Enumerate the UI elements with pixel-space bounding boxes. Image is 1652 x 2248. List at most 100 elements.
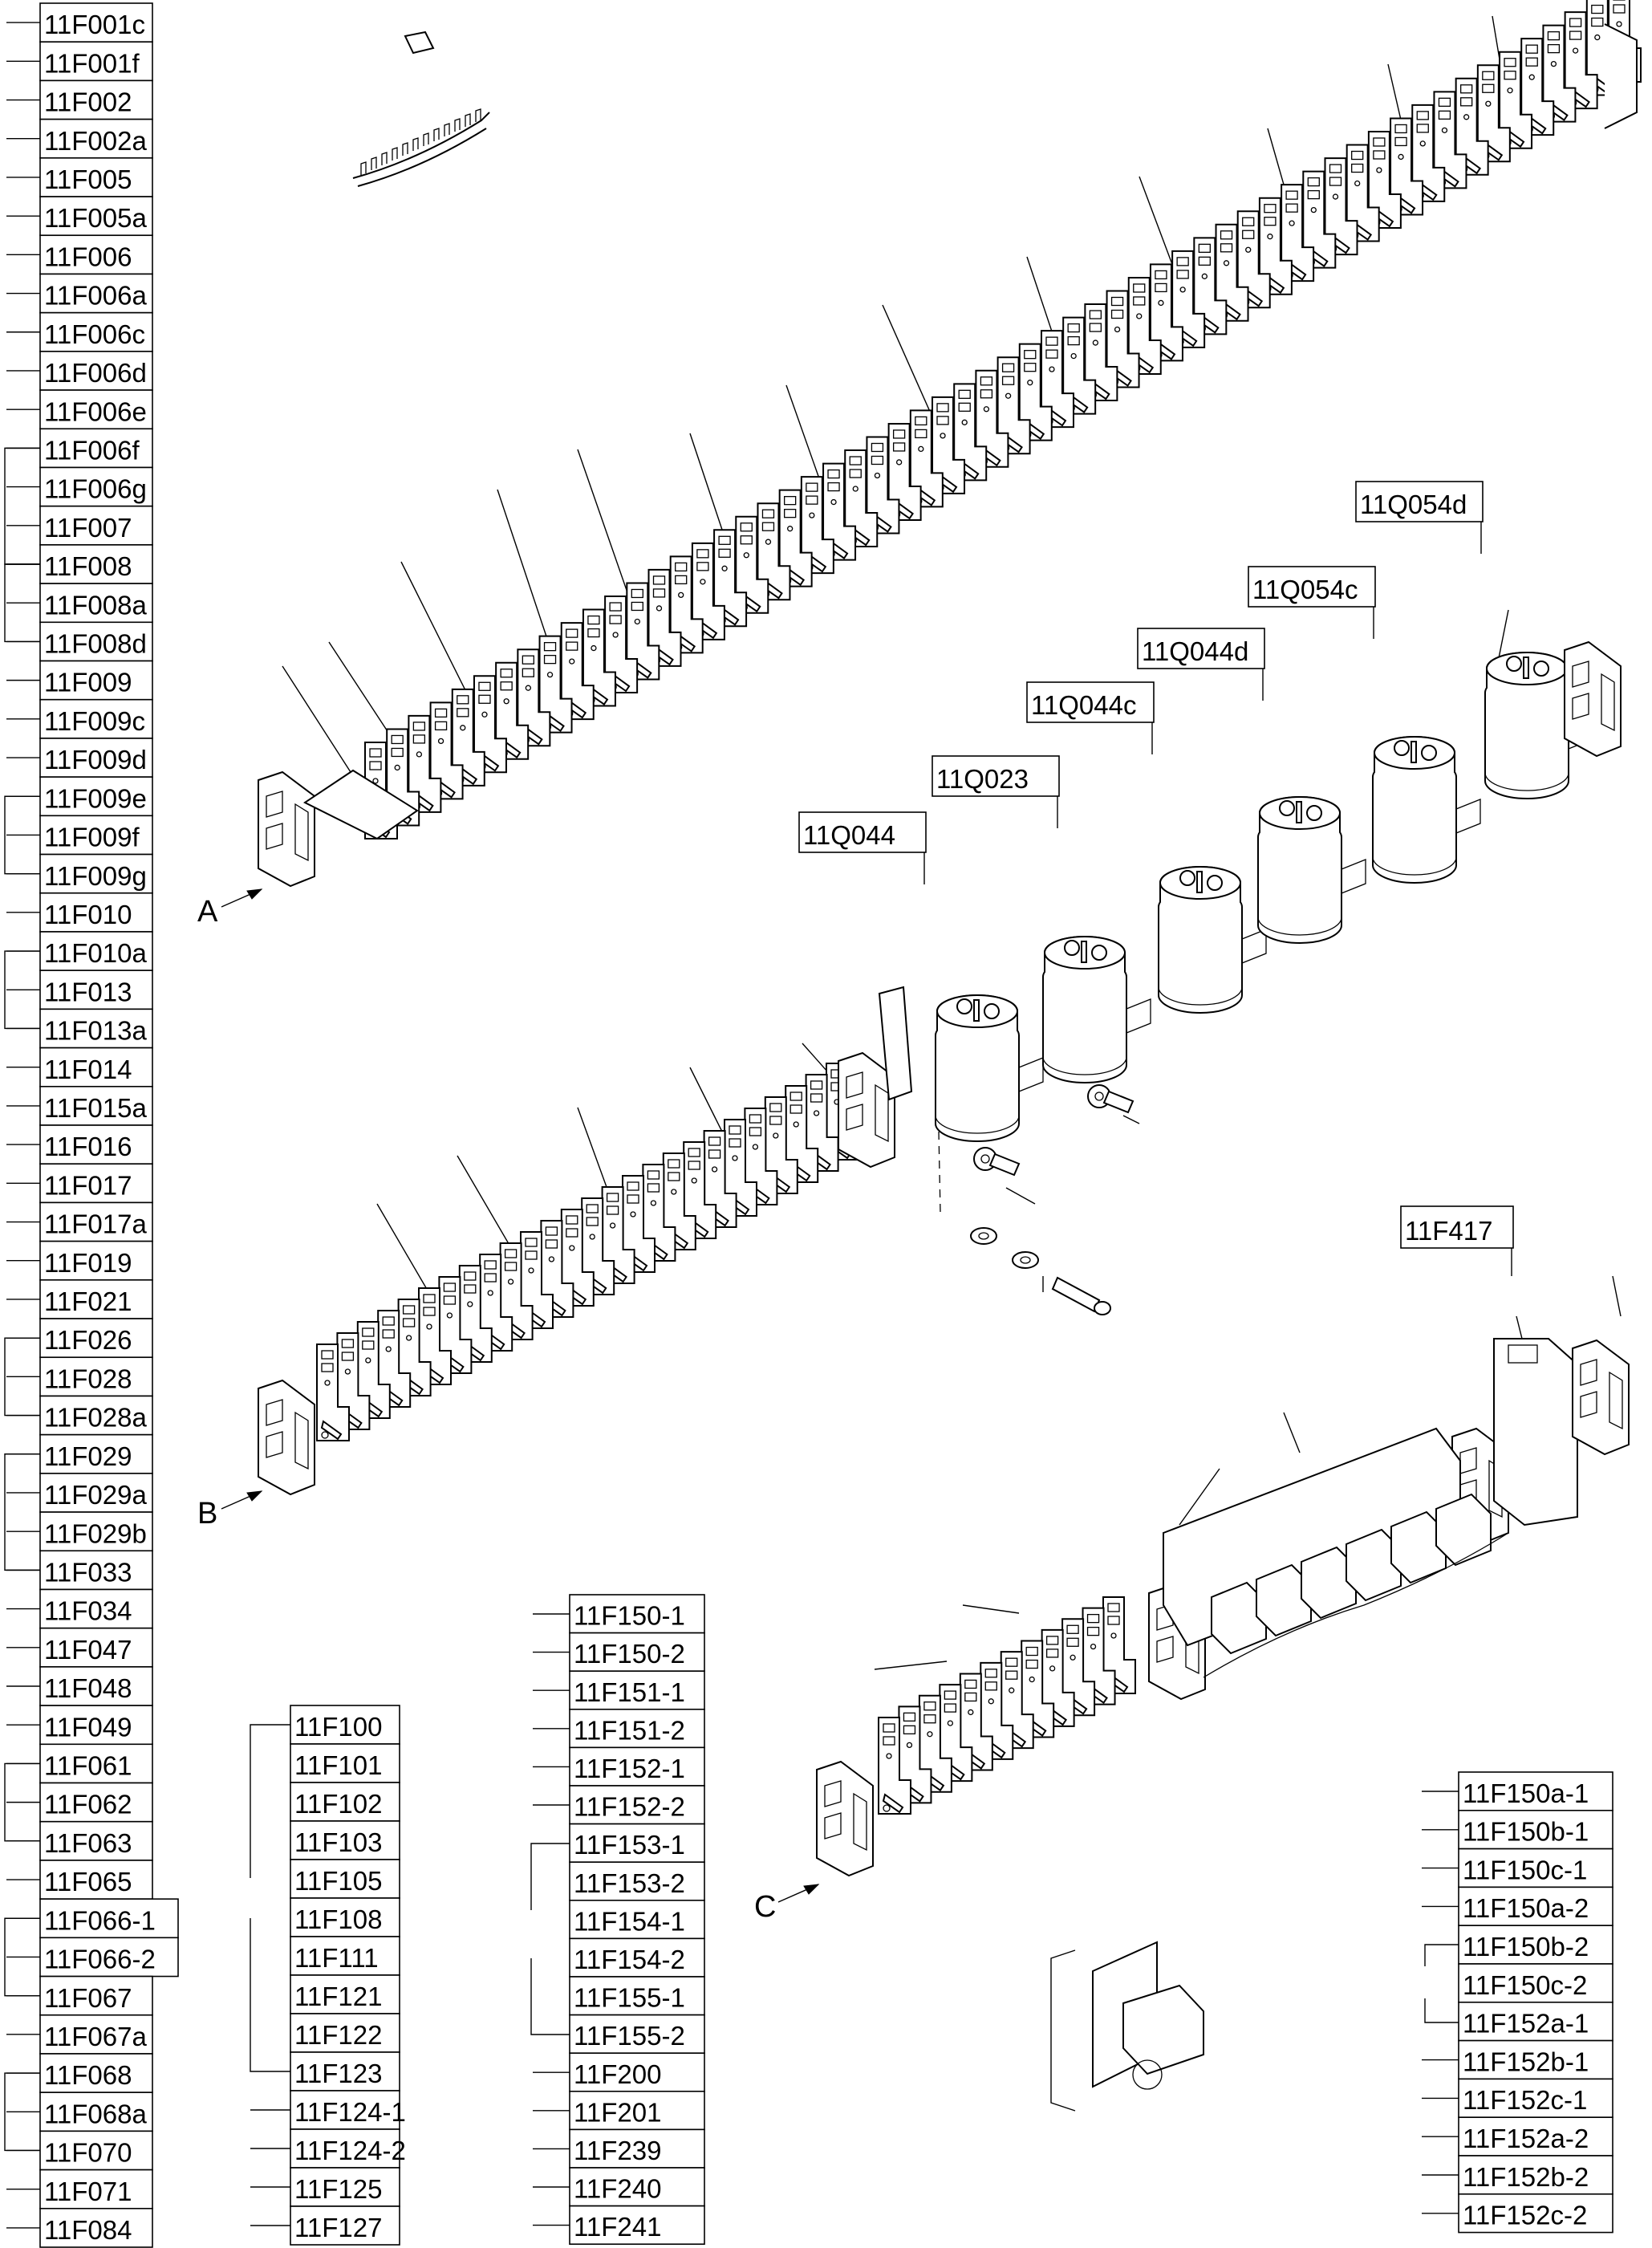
svg-text:11F009d: 11F009d [44,745,147,774]
svg-text:11Q044: 11Q044 [803,820,895,850]
left-label-11F049: 11F049 [39,1705,153,1746]
left-label-11F070: 11F070 [39,2130,153,2171]
svg-text:11F152b-1: 11F152b-1 [1463,2047,1589,2076]
svg-text:11F108: 11F108 [294,1904,382,1934]
left-label-11F067: 11F067 [39,1975,153,2016]
left-label-11F008a: 11F008a [39,583,153,624]
left-label-11F013: 11F013 [39,970,153,1010]
left-label-11F006: 11F006 [39,234,153,275]
svg-text:11F047: 11F047 [44,1635,132,1665]
svg-text:11F152-2: 11F152-2 [574,1792,685,1822]
svg-text:11F154-2: 11F154-2 [574,1945,685,1974]
left-label-11F063: 11F063 [39,1820,153,1861]
center-label-11F150-1: 11F150-1 [569,1594,705,1634]
left-label-11F006e: 11F006e [39,389,153,430]
left-label-11F065: 11F065 [39,1860,153,1900]
contactor-label-11Q054d: 11Q054d [1355,481,1484,522]
svg-text:11F009g: 11F009g [44,861,147,891]
svg-text:11F008a: 11F008a [44,590,147,620]
mid-label-11F121: 11F121 [290,1974,400,2014]
center-label-11F239: 11F239 [569,2128,705,2169]
svg-text:11F150a-2: 11F150a-2 [1463,1893,1589,1923]
left-label-11F002: 11F002 [39,79,153,120]
svg-text:11F028a: 11F028a [44,1403,147,1433]
svg-text:11F150c-2: 11F150c-2 [1463,1970,1587,2000]
rail-a-breakers [364,0,1642,839]
left-label-11F034: 11F034 [39,1588,153,1629]
left-label-11F017: 11F017 [39,1163,153,1204]
svg-text:11F067a: 11F067a [44,2022,147,2051]
left-label-11F084: 11F084 [39,2207,153,2248]
svg-text:11F017: 11F017 [44,1170,132,1200]
svg-text:11F006d: 11F006d [44,358,147,388]
view-letter-A: A [197,895,218,929]
contactor-11Q023 [1042,936,1127,1083]
left-label-11F008: 11F008 [39,544,153,584]
svg-text:11F239: 11F239 [574,2136,661,2165]
svg-text:11F009: 11F009 [44,668,132,697]
svg-text:11F102: 11F102 [294,1789,382,1819]
right-label-11F152b-1: 11F152b-1 [1458,2039,1613,2080]
contactor-label-11Q044: 11Q044 [798,811,927,853]
mid-label-11F124-1: 11F124-1 [290,2090,406,2130]
center-label-11F200: 11F200 [569,2052,705,2092]
svg-text:11F002: 11F002 [44,87,132,117]
center-label-11F151-2: 11F151-2 [569,1709,705,1749]
view-letter-C: C [754,1890,776,1924]
contactor-11Q054d [1484,652,1569,799]
svg-text:11F009e: 11F009e [44,783,147,813]
left-label-11F016: 11F016 [39,1124,153,1165]
contactor-label-11Q044c: 11Q044c [1026,681,1155,723]
left-label-11F028: 11F028 [39,1356,153,1397]
left-label-11F006a: 11F006a [39,273,153,314]
left-label-11F015a: 11F015a [39,1085,153,1126]
left-label-11F029: 11F029 [39,1433,153,1474]
contactor-rail-clamp [1564,641,1622,757]
left-label-11F048: 11F048 [39,1666,153,1706]
mid-label-11F101: 11F101 [290,1743,400,1783]
rail-a-end-clamp [258,771,315,887]
svg-text:11F066-1: 11F066-1 [44,1905,156,1935]
center-label-11F154-2: 11F154-2 [569,1937,705,1978]
svg-text:11F152b-2: 11F152b-2 [1463,2162,1589,2192]
svg-text:11F008d: 11F008d [44,629,147,659]
svg-text:11F019: 11F019 [44,1248,132,1278]
contactor-11Q054c [1372,736,1457,884]
left-label-11F010: 11F010 [39,892,153,933]
svg-text:11F122: 11F122 [294,2020,382,2050]
svg-text:11F029a: 11F029a [44,1480,147,1510]
svg-text:11F153-2: 11F153-2 [574,1868,685,1898]
svg-text:11F002a: 11F002a [44,126,147,156]
right-label-11F150c-2: 11F150c-2 [1458,1963,1613,2003]
mid-label-11F111: 11F111 [290,1936,400,1976]
left-label-11F047: 11F047 [39,1627,153,1668]
svg-text:11F010a: 11F010a [44,938,147,968]
svg-text:11F201: 11F201 [574,2097,661,2127]
relay-array [1163,1427,1509,1678]
center-label-11F155-1: 11F155-1 [569,1976,705,2016]
center-label-11F201: 11F201 [569,2091,705,2131]
svg-text:11F100: 11F100 [294,1712,382,1742]
mid-label-11F125: 11F125 [290,2167,400,2207]
svg-text:11F084: 11F084 [44,2215,132,2245]
center-label-11F241: 11F241 [569,2205,705,2246]
center-label-11F152-2: 11F152-2 [569,1785,705,1825]
left-label-11F006c: 11F006c [39,311,153,352]
svg-text:11F005a: 11F005a [44,203,147,233]
svg-text:11F150c-1: 11F150c-1 [1463,1855,1587,1884]
svg-text:11F103: 11F103 [294,1827,382,1857]
center-label-11F151-1: 11F151-1 [569,1670,705,1710]
svg-text:11F123: 11F123 [294,2059,382,2088]
left-label-11F007: 11F007 [39,505,153,546]
left-label-11F005a: 11F005a [39,196,153,237]
svg-text:11F015a: 11F015a [44,1093,147,1123]
svg-text:11F006g: 11F006g [44,474,147,504]
svg-text:11F013a: 11F013a [44,1016,147,1046]
svg-text:11F048: 11F048 [44,1673,132,1703]
rail-b-end-clamp [258,1380,315,1495]
left-label-11F009d: 11F009d [39,738,153,778]
contactor-label-11Q044d: 11Q044d [1137,628,1265,669]
svg-text:11Q044c: 11Q044c [1031,690,1136,720]
left-label-11F026: 11F026 [39,1318,153,1359]
